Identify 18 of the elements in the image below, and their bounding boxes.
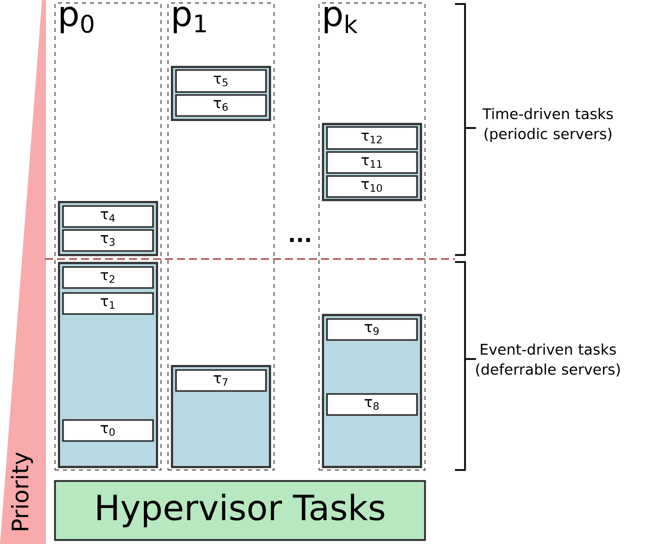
- task-box: τ$_{4}$: [62, 205, 154, 228]
- task-box: τ$_{11}$: [326, 151, 418, 174]
- task-box: τ$_{0}$: [62, 419, 154, 442]
- task-box: τ$_{5}$: [175, 69, 267, 93]
- bracket-label: Event-driven tasks (deferrable servers): [476, 343, 620, 377]
- task-box: τ$_{12}$: [326, 126, 418, 150]
- axis-label: Priority: [11, 452, 33, 530]
- ellipsis: ...: [290, 238, 310, 242]
- task-box: τ$_{2}$: [62, 266, 154, 289]
- task-box: τ$_{3}$: [62, 229, 154, 252]
- bracket-label: Time-driven tasks (periodic servers): [482, 108, 613, 142]
- task-box: τ$_{6}$: [175, 94, 267, 117]
- hypervisor-box: Hypervisor Tasks: [54, 480, 426, 541]
- task-box: τ$_{1}$: [62, 292, 154, 315]
- task-box: τ$_{8}$: [326, 393, 418, 416]
- task-box: τ$_{7}$: [175, 369, 267, 392]
- task-box: τ$_{10}$: [326, 175, 418, 198]
- task-box: τ$_{9}$: [326, 318, 418, 341]
